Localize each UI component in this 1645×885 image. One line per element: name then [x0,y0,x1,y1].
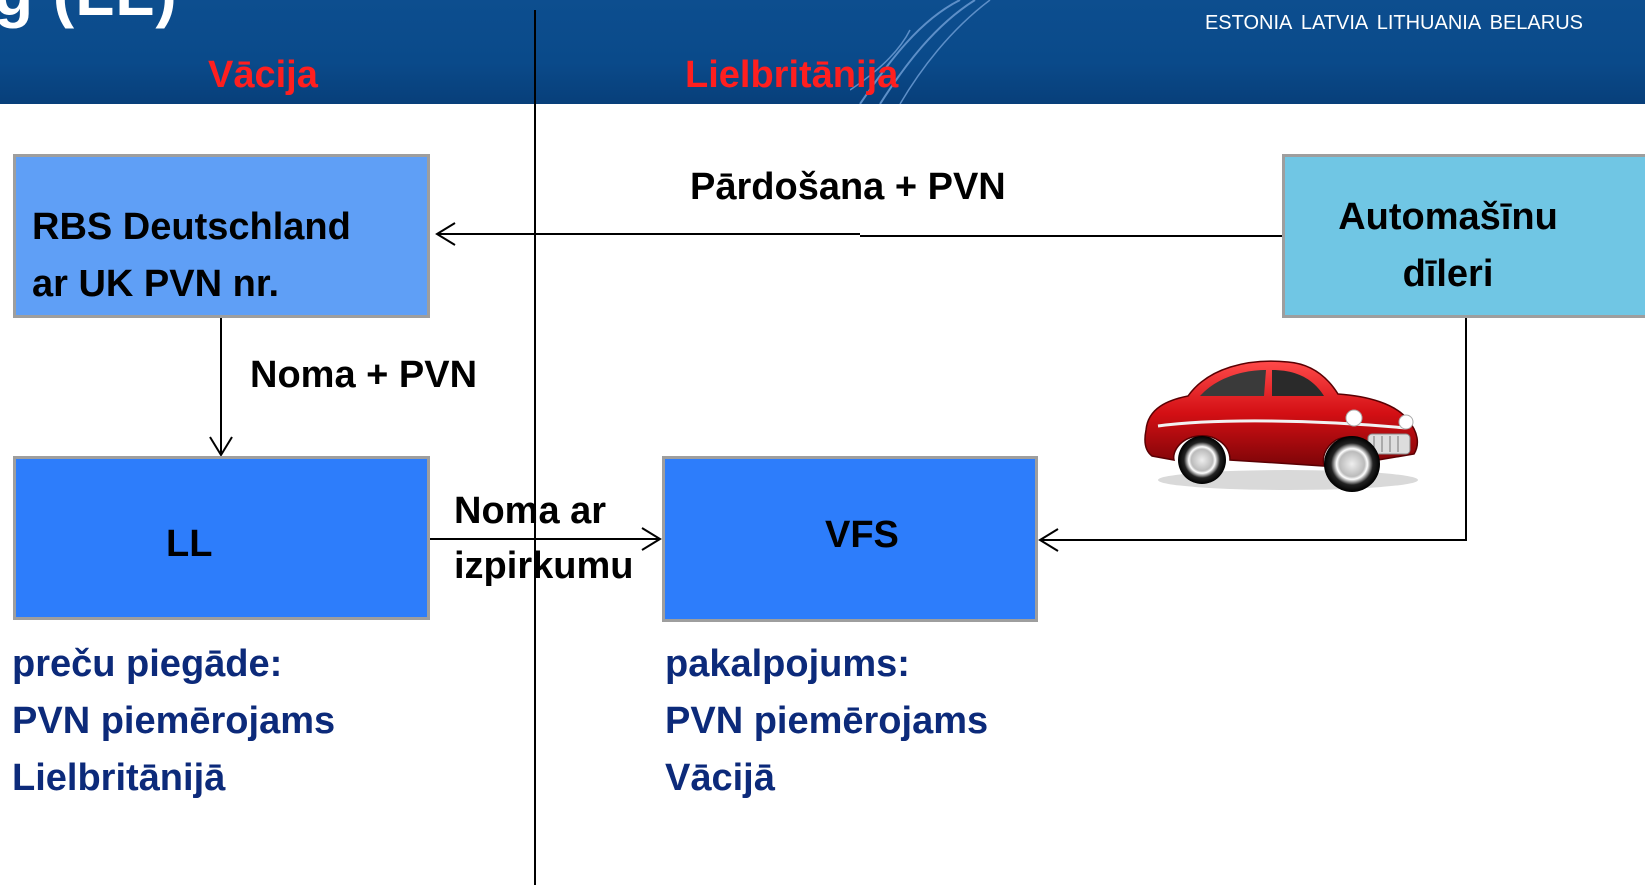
region-label-uk: Lielbritānija [685,54,899,96]
right-note-line2: PVN piemērojams [665,700,989,742]
sale-arrow-label: Pārdošana + PVN [690,166,1006,208]
right-note-line3: Vācijā [665,757,775,799]
dealer-line1: Automašīnu [1338,196,1558,238]
hire-purchase-label-line2: izpirkumu [454,545,634,587]
lease-arrow-label: Noma + PVN [250,354,478,396]
vfs-label: VFS [825,514,899,556]
right-note: pakalpojums: PVN piemērojams Vācijā [665,636,988,807]
left-note-line1: preču piegāde: [12,643,283,685]
rbs-line2: ar UK PVN nr. [32,263,280,305]
right-note-line1: pakalpojums: [665,643,910,685]
left-note-line3: Lielbritānijā [12,757,226,799]
slide-title-partial: g (LL) [0,0,178,30]
country-divider [534,10,536,885]
swoosh-logo-icon [850,0,991,104]
region-label-germany: Vācija [208,54,318,96]
left-note: preču piegāde: PVN piemērojams Lielbritā… [12,636,335,807]
hire-purchase-label-line1: Noma ar [454,490,607,532]
rbs-deutschland-box: RBS Deutschland ar UK PVN nr. [13,154,430,318]
ll-box: LL [13,456,430,620]
vfs-box: VFS [662,456,1038,622]
rbs-line1: RBS Deutschland [32,206,351,248]
left-note-line2: PVN piemērojams [12,700,336,742]
slide-header: g (LL) ESTONIA LATVIA LITHUANIA BELARUS [0,0,1645,104]
red-vintage-car-icon [1144,360,1419,492]
ll-label: LL [166,523,213,565]
dealer-line2: dīleri [1402,253,1494,295]
car-dealers-box: Automašīnu dīleri [1282,154,1645,318]
countries-list: ESTONIA LATVIA LITHUANIA BELARUS [1204,12,1583,34]
